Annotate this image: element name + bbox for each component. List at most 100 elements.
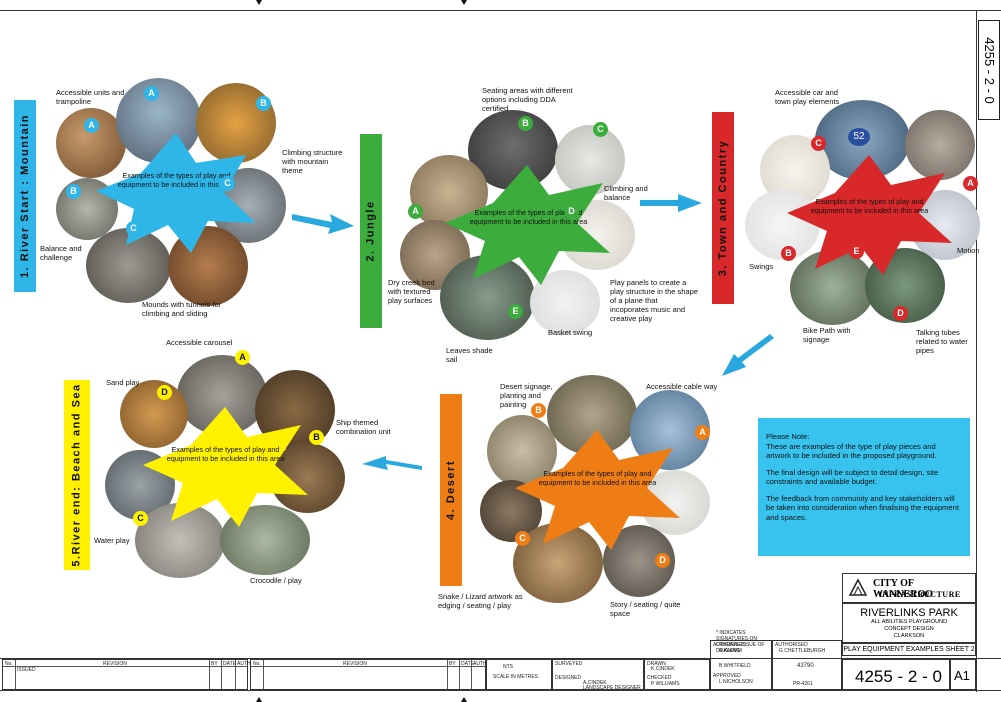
badge: B: [781, 246, 796, 261]
zone2-center-text: Examples of the types of play and equipm…: [469, 208, 588, 226]
scale-label: SCALE IN METRES: [493, 674, 539, 680]
frame-tick: [461, 0, 467, 5]
zone4-center-text: Examples of the types of play and equipm…: [538, 469, 657, 487]
zone1-band: 1. River Start : Mountain: [14, 100, 36, 292]
badge: C: [811, 136, 826, 151]
photo-climbing-balance: [555, 125, 625, 195]
badge: E: [849, 244, 864, 259]
badge: D: [157, 385, 172, 400]
rev-header: REVISION: [343, 661, 367, 667]
badge: B: [66, 184, 81, 199]
label-balance: Balance and challenge: [40, 244, 82, 262]
flow-arrow: [362, 456, 422, 470]
note-title: Please Note:: [766, 432, 810, 441]
flow-arrow: [722, 334, 774, 376]
badge: A: [84, 118, 99, 133]
zone5-band-label: 5.River end: Beach and Sea: [71, 383, 83, 567]
project-sub1: ALL ABILITIES PLAYGROUND: [870, 619, 948, 625]
label-water-play: Water play: [94, 536, 130, 545]
file-no: 43790: [797, 663, 814, 669]
checked-label: CHECKED: [647, 675, 672, 681]
photo-bike-path: [790, 250, 875, 325]
project-sub2: CONCEPT DESIGN: [884, 626, 934, 632]
frame-tick: [256, 697, 262, 702]
designed-label: DESIGNED: [555, 675, 582, 681]
badge: B: [309, 430, 324, 445]
label-cable-way: Accessible cable way: [646, 382, 718, 391]
label-car-town: Accessible car and town play elements: [775, 88, 840, 106]
label-play-panels: Play panels to create a play structure i…: [610, 278, 698, 323]
rev-by-header: BY: [449, 661, 456, 667]
authorised-label-2: AUTHORISED: [775, 642, 808, 648]
zone2-band-label: 2. Jungle: [365, 200, 377, 262]
note-paragraph-2: The final design will be subject to deta…: [766, 467, 939, 487]
frame-tick: [256, 0, 262, 5]
zone5-center-text: Examples of the types of play and equipm…: [166, 445, 285, 463]
checked-by: P WILLIAMS: [651, 681, 680, 687]
badge: A: [963, 176, 978, 191]
label-motion: Motion: [957, 246, 980, 255]
label-swings: Swings: [749, 262, 774, 271]
label-carousel: Accessible carousel: [166, 338, 233, 347]
badge: D: [893, 306, 908, 321]
zone5-band: 5.River end: Beach and Sea: [64, 380, 90, 570]
org-box: CITY OF WANNEROO INFRASTRUCTURE: [842, 573, 976, 603]
label-climbing-structure: Climbing structure with mountain theme: [282, 148, 343, 175]
rev-auth-header: AUTH: [473, 661, 487, 667]
label-mounds: Mounds with tunnels for climbing and sli…: [142, 300, 222, 318]
approved-label: APPROVED: [713, 673, 741, 679]
rev-no-header: No.: [253, 661, 261, 667]
rev-header: REVISION: [103, 661, 127, 667]
label-ship: Ship themed combination unit: [336, 418, 391, 436]
title-block-bottom-line: [0, 690, 1001, 691]
zone2-star: [445, 165, 610, 285]
label-desert-signage: Desert signage, planting and painting: [500, 382, 553, 409]
zone4-band: 4. Desert: [440, 394, 462, 586]
zone4-star: [515, 430, 680, 550]
zone5-cluster: Examples of the types of play and equipm…: [105, 350, 345, 580]
survey-box: SURVEYED DESIGNED A.CINDEK LANDSCAPE DES…: [552, 659, 644, 691]
sign-number: 52: [848, 128, 870, 146]
badge: B: [518, 116, 533, 131]
label-snake: Snake / Lizard artwork as edging / seati…: [438, 592, 523, 610]
zone3-band: 3. Town and Country: [712, 112, 734, 304]
zone1-center-text: Examples of the types of play and equipm…: [117, 171, 236, 189]
badge: C: [126, 221, 141, 236]
label-story: Story / seating / quite space: [610, 600, 681, 618]
rev-date-header: DATE: [461, 661, 474, 667]
frame-top-line: [0, 10, 1001, 11]
frame-tick: [461, 697, 467, 702]
note-box: Please Note: These are examples of the t…: [758, 418, 970, 556]
drawn-label: DRAWN: [647, 661, 666, 667]
flow-arrow: [640, 194, 702, 212]
badge: A: [695, 425, 710, 440]
city-name: CITY OF WANNEROO: [873, 578, 934, 600]
label-creek: Dry creek bed with textured play surface…: [388, 278, 435, 305]
rev-date-header: DATE: [223, 661, 236, 667]
sheet-ref-box: 4255 - 2 - 0: [978, 20, 1000, 120]
photo-motion: [905, 110, 975, 180]
authorised-label: AUTHORISED: [713, 642, 746, 648]
zone3-cluster: 52 Examples of the types of play and equ…: [745, 100, 980, 330]
scale-nts: NTS: [503, 664, 513, 670]
auth4-name: G CHETTLEBURGH: [779, 648, 826, 654]
title-block-top-line: [0, 658, 1001, 659]
project-sub3: CLARKSON: [893, 633, 925, 639]
zone1-cluster: Examples of the types of play and equipm…: [56, 78, 286, 308]
landscape-designer: LANDSCAPE DESIGNER: [583, 685, 641, 691]
label-climbing-balance: Climbing and balance: [604, 184, 648, 202]
note-paragraph-1: These are examples of the type of play p…: [766, 441, 937, 461]
auth-right-box: AUTHORISED G CHETTLEBURGH 43790 PR-4261: [772, 640, 842, 690]
sheet-title-box: PLAY EQUIPMENT EXAMPLES SHEET 2: [842, 643, 976, 656]
badge: B: [531, 403, 546, 418]
project-no: PR-4261: [793, 681, 813, 687]
zone3-star: [787, 155, 952, 275]
zone3-band-label: 3. Town and Country: [717, 139, 729, 277]
revision-table-left: No. REVISION BY DATE AUTH ISSUED: [2, 659, 251, 690]
label-seating: Seating areas with different options inc…: [482, 86, 573, 113]
zone5-star: [143, 407, 308, 527]
auth3-name: L NICHOLSON: [719, 679, 753, 685]
flow-arrow: [292, 214, 354, 234]
drawing-number: 4255 - 2 - 0: [855, 667, 942, 686]
